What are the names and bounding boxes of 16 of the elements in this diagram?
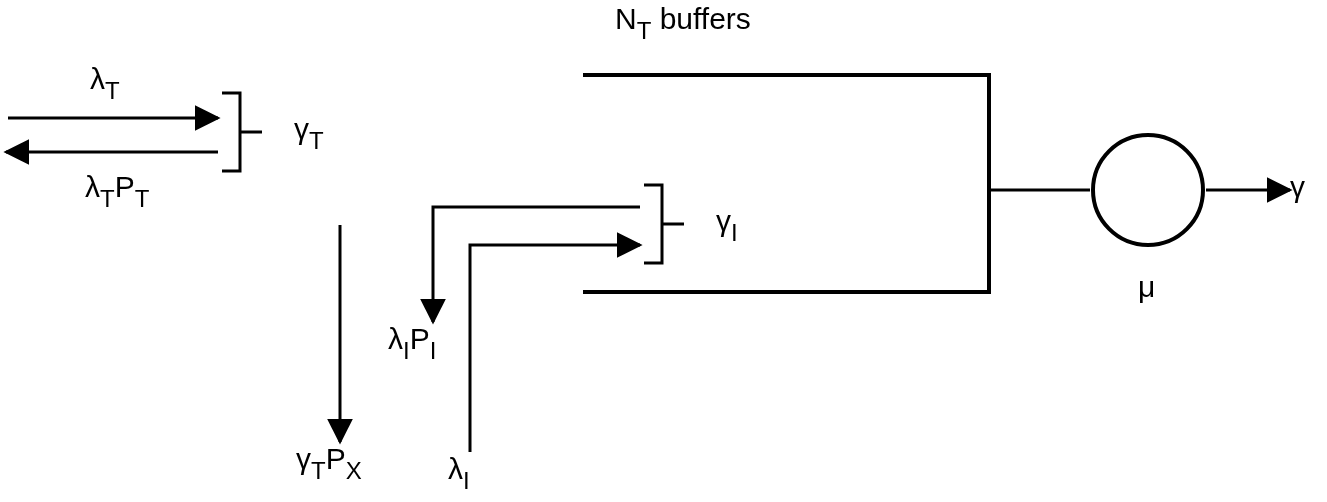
rate-label: γ$_{T}$ (294, 112, 324, 156)
rate-label: γ$_{I}$ (716, 204, 738, 248)
arrow (468, 232, 643, 452)
heading-text: N$_{T}$ buffers (615, 2, 751, 46)
rate-label: λ$_{I}$P$_{I}$ (388, 322, 468, 372)
rate-label: λ$_{I}$ (448, 452, 498, 496)
arrow (1206, 177, 1293, 203)
arrow (327, 225, 353, 445)
rate-label: γ (1290, 170, 1320, 210)
arrow (3, 139, 218, 165)
edge-label: λ$_{T}$P$_{T}$ (85, 170, 150, 214)
rate-label: γ$_{T}$P$_{X}$ (296, 442, 386, 498)
edge-label: λ$_{T}$ (90, 62, 120, 106)
rate-label: μ (1138, 270, 1156, 304)
arrow (420, 205, 640, 325)
arrow (8, 105, 221, 131)
